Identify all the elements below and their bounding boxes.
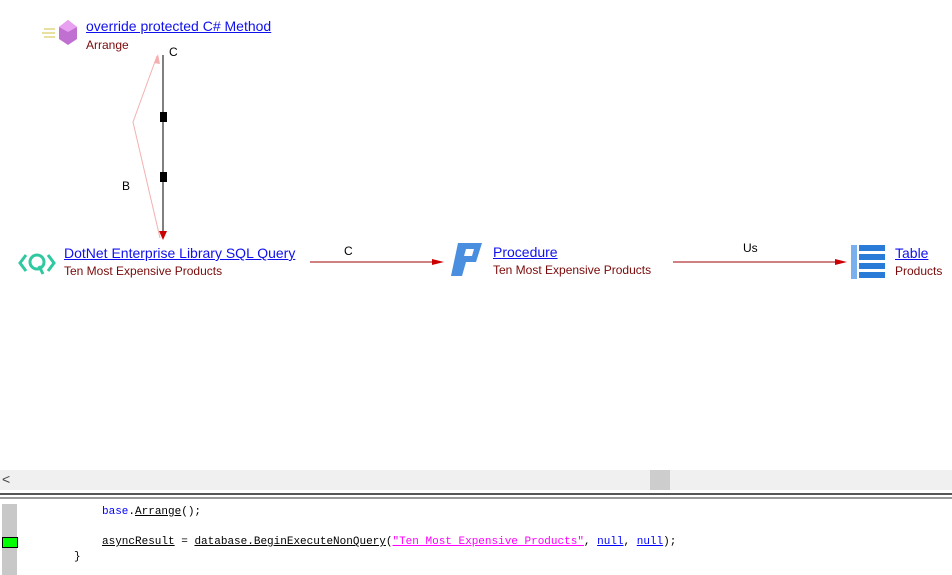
- table-icon: [851, 245, 885, 279]
- edge-bend-handle[interactable]: [160, 112, 167, 122]
- current-line-marker: [2, 537, 18, 548]
- arrowhead: [154, 54, 160, 64]
- code-token: );: [663, 536, 677, 548]
- method-node-link[interactable]: override protected C# Method: [86, 18, 272, 34]
- arrowhead: [432, 259, 444, 265]
- edge-label: C: [344, 244, 353, 258]
- code-token: ();: [181, 506, 202, 518]
- edge-label: Us: [743, 241, 758, 255]
- query-node-subtitle: Ten Most Expensive Products: [64, 264, 223, 278]
- code-line: asyncResult = database.BeginExecuteNonQu…: [102, 536, 676, 548]
- code-token: base: [102, 506, 129, 518]
- code-line: base.Arrange();: [102, 506, 201, 518]
- scrollbar-thumb[interactable]: [650, 470, 670, 490]
- code-token: ,: [623, 536, 637, 548]
- sql-query-icon: [18, 253, 56, 275]
- code-token[interactable]: database.BeginExecuteNonQuery: [194, 536, 386, 548]
- method-node-subtitle: Arrange: [86, 38, 129, 52]
- code-token: (: [385, 536, 393, 548]
- horizontal-scrollbar[interactable]: <: [0, 470, 952, 490]
- scroll-left-arrow[interactable]: <: [2, 471, 11, 487]
- table-node-subtitle: Products: [895, 264, 943, 278]
- splitter[interactable]: [0, 493, 952, 495]
- code-token: =: [174, 536, 195, 548]
- code-editor[interactable]: base.Arrange(); asyncResult = database.B…: [0, 500, 952, 575]
- code-token: .: [128, 506, 136, 518]
- diagram-canvas: [18, 20, 885, 279]
- query-node-link[interactable]: DotNet Enterprise Library SQL Query: [64, 245, 296, 261]
- code-string: "Ten Most Expensive Products": [392, 536, 584, 548]
- table-node-link[interactable]: Table: [895, 245, 929, 261]
- code-keyword: null: [597, 536, 624, 548]
- procedure-node-subtitle: Ten Most Expensive Products: [493, 263, 652, 277]
- edge-bend-handle[interactable]: [160, 172, 167, 182]
- csharp-method-icon: [42, 20, 77, 45]
- procedure-icon: [451, 243, 482, 276]
- code-keyword: null: [636, 536, 664, 548]
- code-token[interactable]: asyncResult: [102, 536, 175, 548]
- edge-label: B: [122, 179, 131, 193]
- edge-query-method[interactable]: [132, 55, 161, 239]
- arrowhead: [835, 259, 847, 265]
- procedure-node-link[interactable]: Procedure: [493, 244, 558, 260]
- arrowhead: [159, 231, 167, 240]
- edge-label: C: [169, 45, 178, 59]
- code-token: ,: [583, 536, 598, 548]
- code-token[interactable]: Arrange: [135, 506, 182, 518]
- code-line: }: [74, 551, 81, 563]
- splitter-line: [0, 497, 952, 499]
